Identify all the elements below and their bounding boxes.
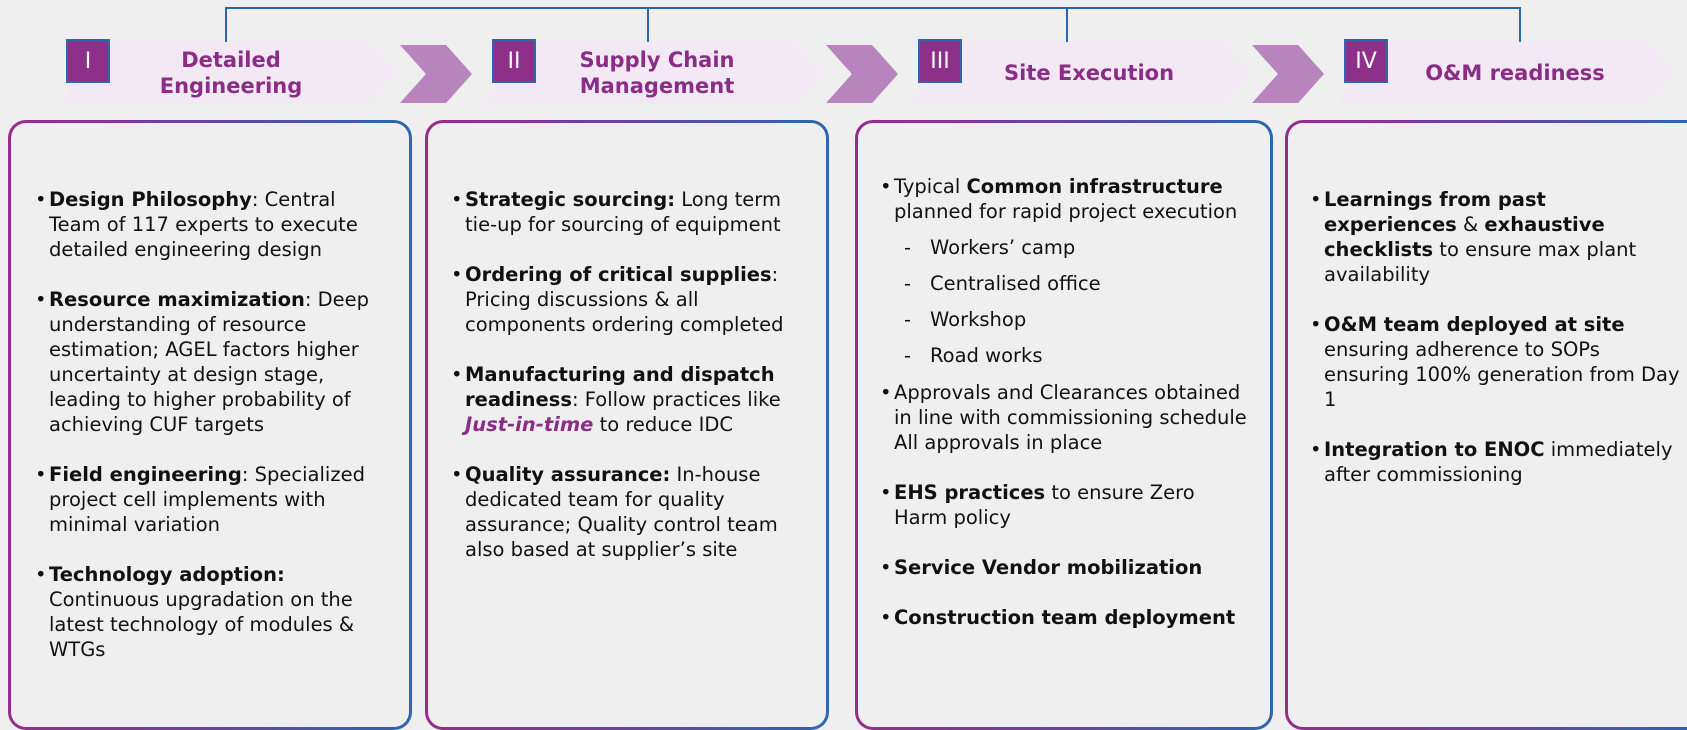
bullet-heading: Strategic sourcing: xyxy=(465,188,676,211)
bullet-heading: O&M team deployed at site xyxy=(1324,313,1625,336)
bullet-heading: Resource maximization xyxy=(49,288,305,311)
list-item: Learnings from past experiences & exhaus… xyxy=(1310,187,1682,287)
list-item: Technology adoption: Continuous upgradat… xyxy=(35,562,390,662)
phase-title: O&M readiness xyxy=(1392,42,1638,104)
bullet-heading: Manufacturing and dispatch readiness xyxy=(465,363,775,411)
list-item: Manufacturing and dispatch readiness: Fo… xyxy=(451,362,803,437)
list-item: Strategic sourcing: Long term tie-up for… xyxy=(451,187,803,237)
phase-title: Site Execution xyxy=(966,42,1212,104)
phase-bullet-list: Typical Common infrastructure planned fo… xyxy=(880,174,1250,655)
phase-number-badge: IV xyxy=(1344,39,1388,83)
phase-title: Detailed Engineering xyxy=(118,42,344,104)
phase-number-badge: II xyxy=(492,39,536,83)
bullet-text: to reduce IDC xyxy=(593,413,733,436)
bullet-heading: EHS practices xyxy=(894,481,1046,504)
phase-bullet-list: Strategic sourcing: Long term tie-up for… xyxy=(451,187,803,587)
bullet-heading: Ordering of critical supplies xyxy=(465,263,772,286)
emphasis-text: Just-in-time xyxy=(465,413,594,436)
sub-list-item: Workers’ camp xyxy=(904,235,1250,260)
bullet-text: : Follow practices like xyxy=(571,388,781,411)
list-item: EHS practices to ensure Zero Harm policy xyxy=(880,480,1250,530)
bullet-heading: exhaustive checklists xyxy=(1324,213,1605,261)
bullet-text: Continuous upgradation on the latest tec… xyxy=(49,588,355,661)
bullet-text: In-house dedicated team for quality assu… xyxy=(465,463,778,561)
list-item: Resource maximization: Deep understandin… xyxy=(35,287,390,437)
bullet-text: : Specialized project cell implements wi… xyxy=(49,463,365,536)
bullet-text: : Pricing discussions & all components o… xyxy=(465,263,784,336)
phase-banner xyxy=(912,42,1250,104)
sub-list-item: Centralised office xyxy=(904,271,1250,296)
list-item: Typical Common infrastructure planned fo… xyxy=(880,174,1250,368)
bullet-text: Approvals and Clearances obtained in lin… xyxy=(894,381,1247,454)
phase-banner xyxy=(60,42,398,104)
phase-title-line: Supply Chain xyxy=(579,47,735,72)
bullet-text: ensuring adherence to SOPs ensuring 100%… xyxy=(1324,338,1680,411)
phase-number-badge: I xyxy=(66,39,110,83)
bullet-heading: Construction team deployment xyxy=(894,606,1236,629)
phase-title-line: Management xyxy=(579,74,735,98)
bullet-text: & xyxy=(1456,213,1485,236)
list-item: Quality assurance: In-house dedicated te… xyxy=(451,462,803,562)
bullet-heading: Quality assurance: xyxy=(465,463,671,486)
list-item: Design Philosophy: Central Team of 117 e… xyxy=(35,187,390,262)
bullet-text: : Central Team of 117 experts to execute… xyxy=(49,188,358,261)
phase-number-badge: III xyxy=(918,39,962,83)
list-item: Service Vendor mobilization xyxy=(880,555,1250,580)
bullet-heading: Field engineering xyxy=(49,463,242,486)
bullet-heading: Technology adoption: xyxy=(49,563,285,586)
list-item: Integration to ENOC immediately after co… xyxy=(1310,437,1682,487)
bullet-text: Typical xyxy=(894,175,967,198)
phase-title-line: O&M readiness xyxy=(1425,60,1605,85)
list-item: Ordering of critical supplies: Pricing d… xyxy=(451,262,803,337)
bullet-heading: Common infrastructure xyxy=(966,175,1223,198)
phase-bullet-list: Design Philosophy: Central Team of 117 e… xyxy=(35,187,390,687)
bullet-text: : Deep understanding of resource estimat… xyxy=(49,288,370,436)
bullet-text: immediately after commissioning xyxy=(1324,438,1673,486)
phase-banner xyxy=(1338,42,1676,104)
list-item: Approvals and Clearances obtained in lin… xyxy=(880,380,1250,455)
sub-list-item: Workshop xyxy=(904,307,1250,332)
phase-title-line: Site Execution xyxy=(1003,60,1175,85)
bullet-heading: Learnings from past experiences xyxy=(1324,188,1546,236)
bullet-heading: Service Vendor mobilization xyxy=(894,556,1203,579)
bullet-text: planned for rapid project execution xyxy=(894,200,1238,223)
list-item: Field engineering: Specialized project c… xyxy=(35,462,390,537)
bullet-text: Long term tie-up for sourcing of equipme… xyxy=(465,188,781,236)
phase-title-line: Detailed xyxy=(181,47,281,72)
sub-list-item: Road works xyxy=(904,343,1250,368)
list-item: O&M team deployed at site ensuring adher… xyxy=(1310,312,1682,412)
phase-title: Supply Chain Management xyxy=(544,42,770,104)
list-item: Construction team deployment xyxy=(880,605,1250,630)
bullet-heading: Integration to ENOC xyxy=(1324,438,1545,461)
phase-banner xyxy=(486,42,824,104)
phase-bullet-list: Learnings from past experiences & exhaus… xyxy=(1310,187,1682,512)
phase-title-line: Engineering xyxy=(159,74,303,98)
bullet-heading: Design Philosophy xyxy=(49,188,252,211)
bullet-text: to ensure Zero Harm policy xyxy=(894,481,1195,529)
bullet-text: to ensure max plant availability xyxy=(1324,238,1637,286)
sub-list: Workers’ camp Centralised office Worksho… xyxy=(904,235,1250,368)
